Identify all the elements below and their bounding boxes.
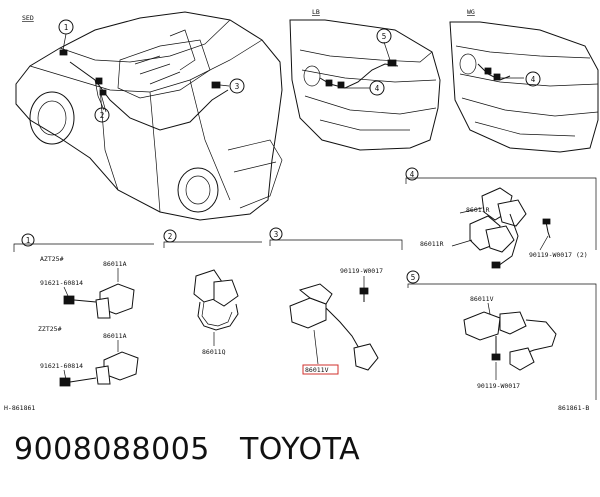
liftback-rear-view: LB 5 4 [289,8,441,151]
view-label-lb: LB [312,8,320,16]
section-1-bolt-b: 91621-60814 [40,362,83,370]
section-3-harness: 3 90119-W0017 86011V [269,227,403,375]
section-4-number: 4 [410,170,415,179]
section-1-part-a: 86011A [103,260,127,268]
section-3-bolt-label: 90119-W0017 [340,267,383,275]
sedan-interior-view: SED 1 2 3 [15,11,283,221]
view-label-wg: WG [467,8,475,16]
section-2-part-label: 86011Q [202,348,226,356]
view-label-sed: SED [22,14,34,22]
callout-5-lb: 5 [382,32,387,41]
section-2-harness: 2 86011Q [163,229,262,356]
section-2-number: 2 [168,232,173,241]
section-4-part-top: 86011R [466,206,490,214]
section-3-part-label: 86011V [305,366,329,374]
section-1-variant-b: ZZT25# [38,325,62,333]
figure-code-left: H-861861 [4,404,35,412]
brand-name: TOYOTA [239,432,361,467]
callout-4-wg: 4 [531,75,536,84]
callout-3-sed: 3 [235,82,240,91]
callout-2-sed: 2 [100,111,105,120]
section-4-part-bottom: 86011R [420,240,444,248]
section-5-number: 5 [411,273,416,282]
part-caption: 9008088005 TOYOTA [14,432,360,467]
callout-1-sed: 1 [64,23,69,32]
section-1-variant-a: AZT25# [40,255,64,263]
section-1-number: 1 [26,236,31,245]
section-1-bolt-a: 91621-60814 [40,279,83,287]
wagon-rear-view: WG 4 [449,8,599,153]
section-5-harness: 5 86011V 90119-W0017 [406,270,597,400]
callout-4-lb: 4 [375,84,380,93]
section-3-number: 3 [274,230,279,239]
part-number: 9008088005 [14,432,210,467]
section-5-bolt-label: 90119-W0017 [477,382,520,390]
section-4-rear-harness: 4 86011R 86011R 90119-W0017 (2) [405,167,597,269]
section-4-bolt: 90119-W0017 (2) [529,251,588,259]
section-1-part-b: 86011A [103,332,127,340]
figure-code-right: 861861-B [558,404,589,412]
section-1-harness: 1 AZT25# 86011A 91621-60814 ZZT25# 86011… [13,233,154,387]
section-3-part-highlight [302,364,339,375]
section-5-part-label: 86011V [470,295,494,303]
